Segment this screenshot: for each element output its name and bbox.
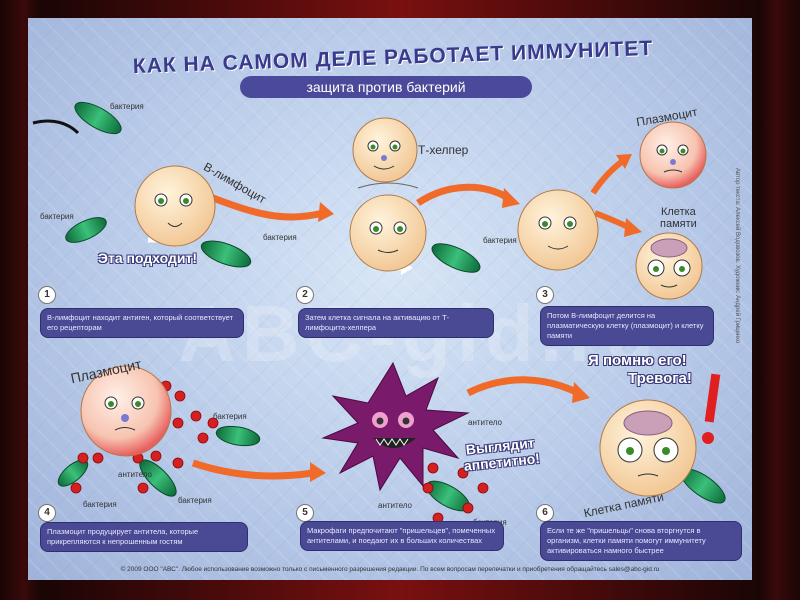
arrow-to-macrophage (191, 459, 326, 482)
footer-copyright: © 2009 ООО "АВС". Любое использование во… (120, 566, 660, 573)
b-lymphocyte-cell (134, 165, 216, 247)
step-3-number: 3 (536, 286, 554, 304)
arrow-t-to-b (416, 183, 520, 208)
label-antibody-2: антитело (468, 418, 502, 427)
label-memory-cell-top: Клетка памяти (660, 206, 697, 230)
arrow-to-memory-cell (466, 376, 590, 403)
dividing-b-cell (517, 189, 599, 271)
step-1-number: 1 (38, 286, 56, 304)
label-antibody-3: антитело (378, 501, 412, 510)
exclamation-icon (702, 373, 721, 444)
arrow-to-plasmocyte (590, 154, 632, 195)
step-4-number: 4 (38, 504, 56, 522)
callout-remember: Я помню его! (588, 352, 687, 369)
infographic-poster: ABC-gid.ru (28, 18, 752, 580)
step-4-caption: Плазмоцит продуцирует антитела, которые … (40, 522, 248, 552)
step-2-number: 2 (296, 286, 314, 304)
label-bacteria-1: бактерия (110, 102, 144, 111)
label-antibody-1: антитело (118, 470, 152, 479)
illustration-layer (32, 101, 726, 524)
step-6-number: 6 (536, 504, 554, 522)
activated-b-cell (349, 182, 427, 272)
label-bacteria-2: бактерия (40, 212, 74, 221)
step-1-caption: B-лимфоцит находит антиген, который соот… (40, 308, 244, 338)
memory-cell-top (635, 232, 703, 300)
label-bacteria-7: бактерия (178, 496, 212, 505)
plasmocyte-cell-top (639, 121, 707, 189)
side-credit: Автор текста: Алексей Водовозов. Художни… (734, 168, 740, 344)
arrow-b-to-t (211, 194, 334, 222)
label-bacteria-5: бактерия (213, 412, 247, 421)
memory-cell-bottom (599, 399, 697, 497)
callout-alarm: Тревога! (628, 370, 692, 387)
callout-this-fits: Эта подходит! (98, 250, 198, 266)
label-bacteria-4: бактерия (483, 236, 517, 245)
step-2-caption: Затем клетка сигнала на активацию от Т-л… (298, 308, 494, 338)
step-6-caption: Если те же "пришельцы" снова вторгнутся … (540, 521, 742, 561)
step-5-caption: Макрофаги предпочитают "пришельцев", пом… (300, 521, 504, 551)
macrophage-cell (321, 361, 470, 492)
label-t-helper: Т-хелпер (418, 143, 469, 157)
arrow-to-memory (593, 210, 642, 237)
subtitle-banner: защита против бактерий (240, 76, 532, 98)
arrow-bacteria-incoming (32, 119, 80, 135)
label-bacteria-3: бактерия (263, 233, 297, 242)
step-3-caption: Потом B-лимфоцит делится на плазматическ… (540, 306, 714, 346)
plasmocyte-cell-bottom (80, 365, 172, 457)
bacteria-shapes (57, 101, 726, 512)
label-bacteria-6: бактерия (83, 500, 117, 509)
t-helper-cell (352, 117, 418, 183)
step-5-number: 5 (296, 504, 314, 522)
label-memory-line-1: Клетка (660, 206, 696, 218)
label-memory-line-2: памяти (660, 218, 697, 230)
